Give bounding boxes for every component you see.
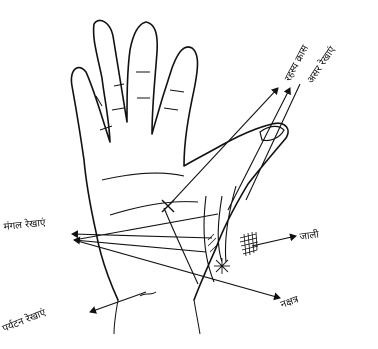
pointer-lines [72, 84, 300, 312]
thumb-nail [260, 126, 284, 140]
star-marks [214, 258, 230, 274]
grille-marks [240, 232, 258, 256]
label-grille: जाली [299, 228, 320, 243]
pointer-grille [252, 236, 296, 246]
label-travel-lines: पर्यटन रेखाएं [1, 306, 48, 334]
palm-lines [102, 173, 236, 284]
pointer-travel-lines [90, 292, 146, 312]
pointer-mars-lines-1 [72, 234, 212, 238]
pointer-influence-lines-2 [246, 84, 300, 200]
label-mars-lines: मंगल रेखाएं [3, 217, 46, 233]
hand-outline [71, 20, 288, 300]
mars-hatching [208, 234, 218, 252]
pointer-influence-lines-1 [228, 88, 290, 210]
finger-creases [96, 72, 184, 130]
label-star: नक्षत्र [279, 294, 300, 311]
pointer-mystic-cross [170, 88, 278, 204]
